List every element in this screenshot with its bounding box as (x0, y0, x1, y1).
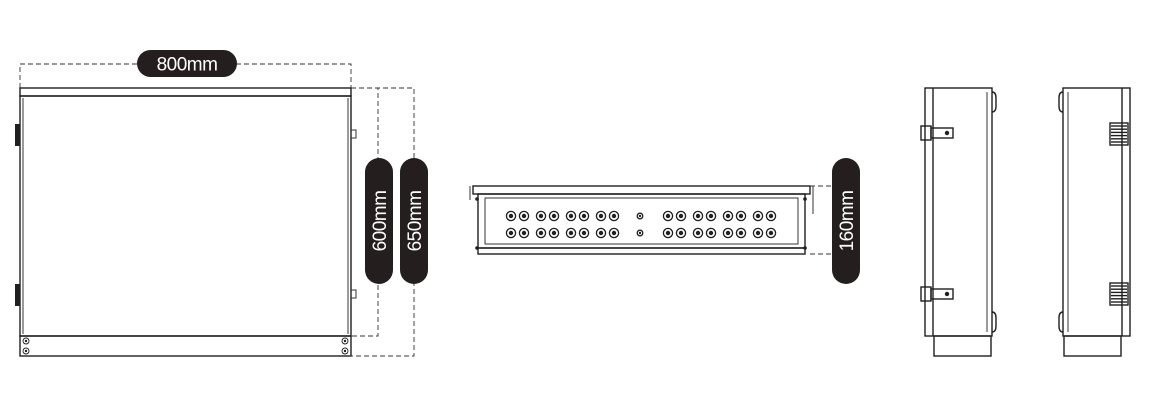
bottom-view-flange (472, 185, 811, 195)
cable-gland-core (551, 230, 557, 236)
cable-gland-core (581, 230, 587, 236)
cable-gland-core (695, 213, 701, 219)
bottom-view-panel (477, 193, 806, 249)
cable-gland-core (708, 230, 714, 236)
cable-gland-core (521, 230, 527, 236)
front-door (19, 95, 352, 337)
depth-dimension-line (810, 185, 832, 255)
side-latch-top (1109, 122, 1129, 146)
height-body-label: 600mm (365, 158, 393, 284)
front-view: 800mm 600mm 650mm (15, 50, 428, 357)
front-top-cap (19, 87, 352, 97)
cable-gland-core (725, 230, 731, 236)
depth-label-text: 160mm (837, 191, 858, 252)
cable-gland-core (538, 230, 544, 236)
latch-top-right (350, 129, 357, 139)
cable-gland-core (508, 213, 514, 219)
side-hinge-top (920, 125, 954, 141)
cable-gland-core (738, 230, 744, 236)
width-dimension-line (19, 63, 352, 88)
side-view-latch (1058, 87, 1131, 357)
cable-gland-core (508, 230, 514, 236)
cable-gland-core (695, 230, 701, 236)
base-screws (22, 337, 349, 355)
height-body-dimension-line (351, 87, 379, 337)
height-total-label-text: 650mm (405, 191, 426, 252)
cable-gland-core (568, 213, 574, 219)
hinge-bottom-left (15, 284, 20, 306)
latch-bottom-right (350, 289, 357, 299)
cable-gland-core (611, 213, 617, 219)
height-body-label-text: 600mm (370, 191, 391, 252)
bottom-view: 160mm (469, 158, 860, 284)
hinge-top-left (15, 124, 20, 146)
width-label-text: 800mm (157, 55, 218, 76)
front-base-plinth (19, 335, 352, 357)
cable-gland-core (678, 230, 684, 236)
cable-gland-core (755, 230, 761, 236)
cable-gland-core (638, 214, 642, 218)
cable-gland-core (768, 213, 774, 219)
cable-gland-core (581, 213, 587, 219)
cable-gland-core (755, 213, 761, 219)
side-view-hinge (920, 87, 997, 357)
cable-gland-core (738, 213, 744, 219)
height-total-label: 650mm (400, 158, 428, 284)
cable-gland-core (768, 230, 774, 236)
cable-gland-core (665, 230, 671, 236)
cable-gland-core (665, 213, 671, 219)
cable-gland-core (638, 231, 642, 235)
cable-gland-core (538, 213, 544, 219)
depth-label: 160mm (832, 158, 860, 284)
width-label: 800mm (137, 50, 237, 77)
cable-gland-core (568, 230, 574, 236)
cable-gland-core (598, 230, 604, 236)
cable-gland-core (598, 213, 604, 219)
cable-gland-core (551, 213, 557, 219)
side-latch-bottom (1109, 282, 1129, 306)
cable-gland-core (708, 213, 714, 219)
cable-gland-core (678, 213, 684, 219)
side-hinge-bottom (920, 286, 954, 302)
cable-gland-core (725, 213, 731, 219)
cable-gland-core (611, 230, 617, 236)
cable-gland-core (521, 213, 527, 219)
cable-glands (505, 210, 777, 239)
